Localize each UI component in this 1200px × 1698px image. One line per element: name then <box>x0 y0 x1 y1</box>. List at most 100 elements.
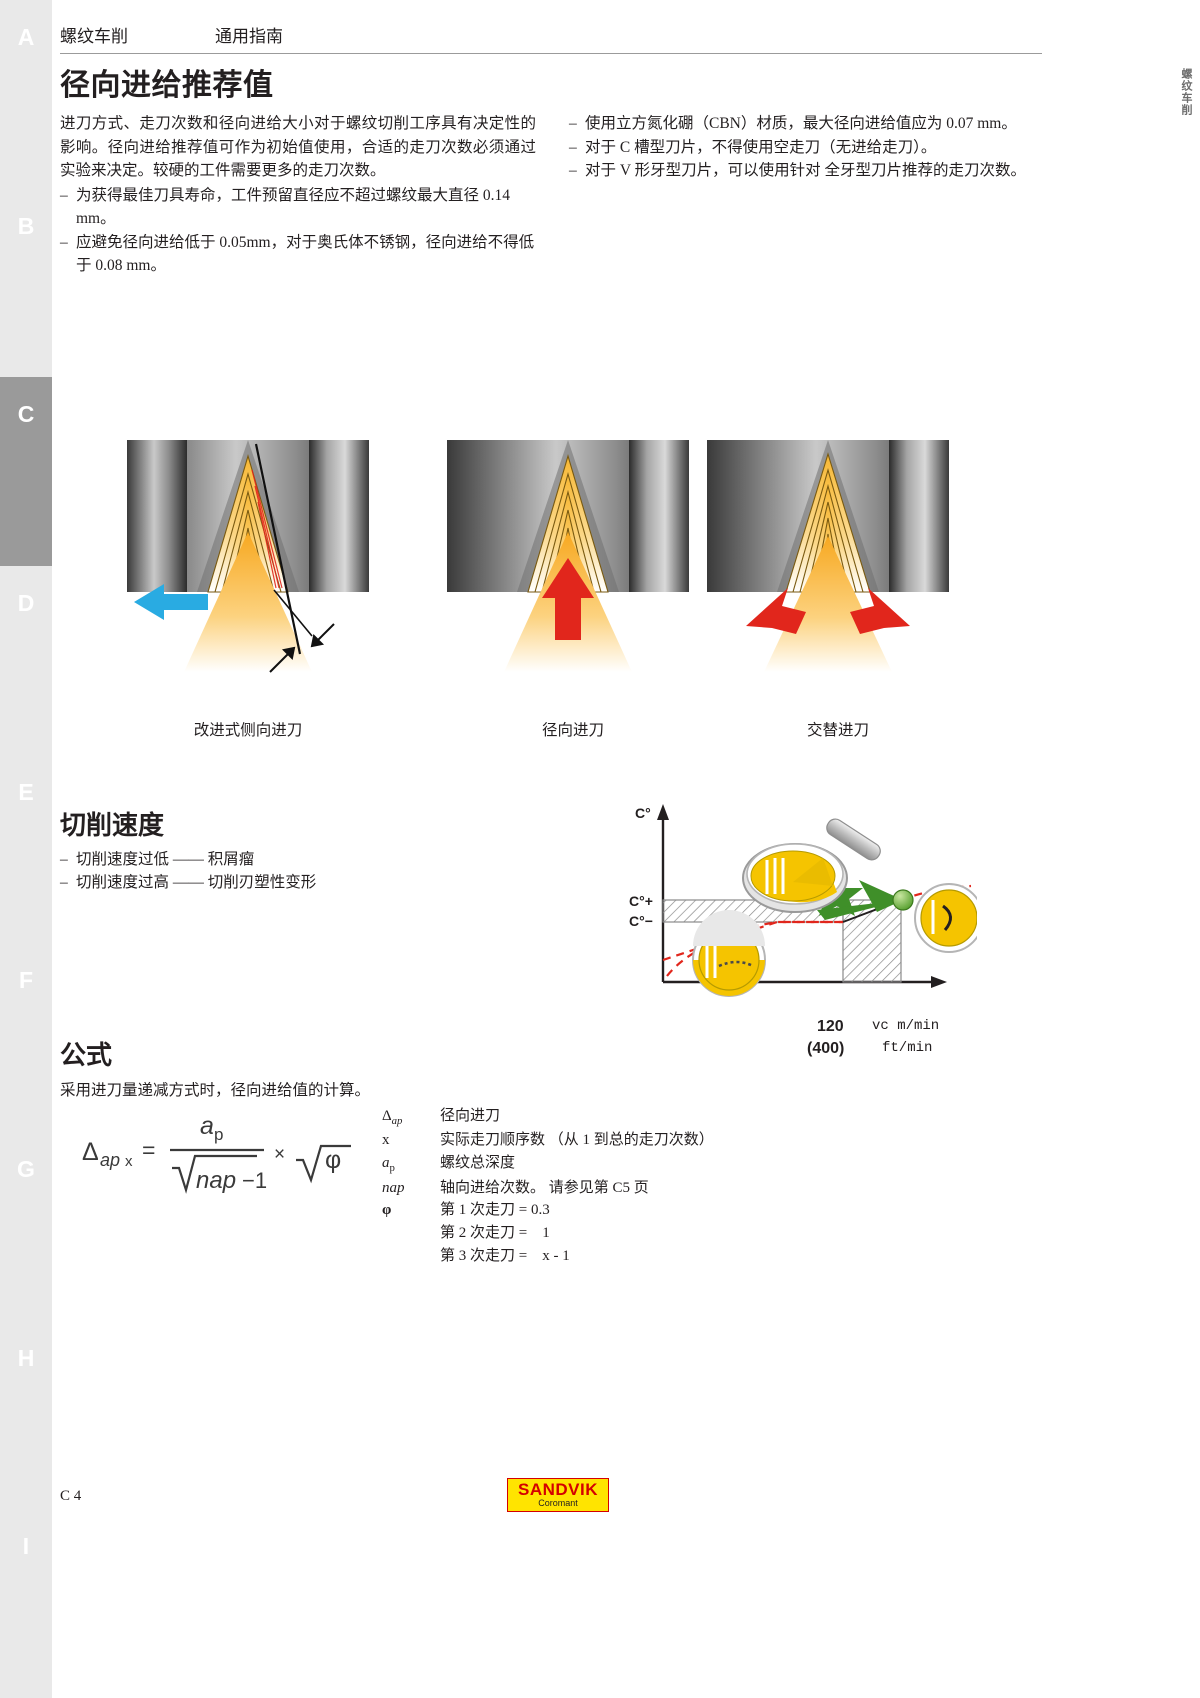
legend-symbol: φ <box>382 1202 392 1219</box>
list-item: – 对于 C 槽型刀片，不得使用空走刀（无进给走刀）。 <box>569 136 1045 160</box>
index-tab-d[interactable]: D <box>0 566 52 755</box>
page-number: C 4 <box>60 1488 82 1504</box>
index-tab-label: F <box>18 967 34 994</box>
bullet-text: 对于 V 形牙型刀片，可以使用针对 全牙型刀片推荐的走刀次数。 <box>585 162 1027 180</box>
formula-heading: 公式 <box>60 1040 113 1070</box>
index-tab-label: B <box>17 212 35 239</box>
figure-caption: 径向进刀 <box>541 722 604 739</box>
legend-symbol: nap <box>382 1179 405 1196</box>
list-item: – 为获得最佳刀具寿命，工件预留直径应不超过螺纹最大直径 0.14 mm。 <box>60 184 536 231</box>
svg-text:=: = <box>142 1137 155 1163</box>
index-tab-label: D <box>17 590 35 616</box>
intro-columns: 进刀方式、走刀次数和径向进给大小对于螺纹切削工序具有决定性的影响。径向进给推荐值… <box>60 112 1045 278</box>
index-tab-rail: A B C D E F G H I <box>0 0 52 1698</box>
list-item: – 使用立方氮化硼（CBN）材质，最大径向进给值应为 0.07 mm。 <box>569 112 1045 136</box>
intro-column-left: 进刀方式、走刀次数和径向进给大小对于螺纹切削工序具有决定性的影响。径向进给推荐值… <box>60 112 536 278</box>
svg-text:×: × <box>274 1144 285 1165</box>
bullet-dash-icon: – <box>60 233 68 251</box>
cutting-speed-heading: 切削速度 <box>60 810 165 840</box>
formula-graphic-icon: Δ ap x = a p nap −1 × φ <box>82 1112 351 1194</box>
svg-text:Δ: Δ <box>82 1138 99 1166</box>
logo-wordmark: SANDVIK <box>517 1480 598 1499</box>
legend-item: x 实际走刀顺序数 （从 1 到总的走刀次数） <box>382 1129 862 1152</box>
svg-text:C°: C° <box>635 805 651 821</box>
bullet-text: 使用立方氮化硼（CBN）材质，最大径向进给值应为 0.07 mm。 <box>585 115 1017 132</box>
legend-extra-line: 第 3 次走刀 = x - 1 <box>440 1248 570 1264</box>
header-subsection: 通用指南 <box>215 27 283 46</box>
legend-symbol: x <box>382 1132 390 1149</box>
index-tab-a[interactable]: A <box>0 0 52 189</box>
index-tab-label: H <box>17 1344 35 1371</box>
bullet-text: 应避免径向进给低于 0.05mm，对于奥氏体不锈钢，径向进给不得低于 0.08 … <box>76 233 535 275</box>
legend-item: φ 第 1 次走刀 = 0.3 <box>382 1199 862 1222</box>
bullet-dash-icon: – <box>60 874 68 892</box>
svg-text:C°+: C°+ <box>629 893 653 909</box>
legend-description: 轴向进给次数。 请参见第 C5 页 <box>440 1179 649 1196</box>
alternating-infeed-diagram-icon <box>707 440 949 672</box>
sandvik-coromant-logo: SANDVIK Coromant <box>507 1478 609 1512</box>
svg-text:a: a <box>200 1112 214 1140</box>
formula-section: 公式 采用进刀量递减方式时，径向进给值的计算。 <box>60 1035 660 1100</box>
temperature-diagram-icon: C° C°+ C°− <box>629 804 984 997</box>
legend-description: 第 1 次走刀 = 0.3 <box>440 1202 550 1219</box>
page-header: 螺纹车削 通用指南 <box>60 22 1042 54</box>
index-tab-i[interactable]: I <box>0 1509 52 1698</box>
list-item: – 切削速度过高 —— 切削刃塑性变形 <box>60 871 580 894</box>
index-tab-e[interactable]: E <box>0 754 52 944</box>
legend-description: 螺纹总深度 <box>440 1155 516 1172</box>
header-section: 螺纹车削 <box>60 27 128 46</box>
bullet-dash-icon: – <box>60 186 68 204</box>
page-content: 螺纹车削 通用指南 径向进给推荐值 进刀方式、走刀次数和径向进给大小对于螺纹切削… <box>52 0 1200 1698</box>
bullet-dash-icon: – <box>60 851 68 868</box>
logo-subtitle: Coromant <box>538 1498 578 1508</box>
svg-text:φ: φ <box>325 1146 341 1174</box>
header-divider <box>60 53 1042 54</box>
infeed-figure-group: 改进式侧向进刀 径向进刀 <box>112 440 1012 750</box>
cutting-speed-section: 切削速度 – 切削速度过低 —— 积屑瘤 – 切削速度过高 —— 切削刃塑性变形 <box>60 805 580 895</box>
intro-paragraph: 进刀方式、走刀次数和径向进给大小对于螺纹切削工序具有决定性的影响。径向进给推荐值… <box>60 115 536 180</box>
bullet-text: 对于 C 槽型刀片，不得使用空走刀（无进给走刀）。 <box>585 138 937 156</box>
figure-radial-infeed: 径向进刀 <box>442 440 704 739</box>
index-tab-label: G <box>17 1156 35 1182</box>
index-tab-c[interactable]: C <box>0 377 52 566</box>
x-axis-value-metric: 120 <box>817 1018 844 1035</box>
index-tab-h[interactable]: H <box>0 1320 52 1510</box>
bullet-text: 切削速度过高 —— 切削刃塑性变形 <box>76 874 317 892</box>
index-tab-label: E <box>18 778 34 805</box>
legend-description: 径向进刀 <box>440 1108 501 1124</box>
formula-expression: Δ ap x = a p nap −1 × φ <box>82 1098 382 1208</box>
index-tab-b[interactable]: B <box>0 188 52 378</box>
svg-text:C°−: C°− <box>629 913 653 929</box>
figure-caption: 交替进刀 <box>806 722 869 739</box>
x-axis-unit-metric: vc m/min <box>872 1018 940 1034</box>
bullet-dash-icon: – <box>569 115 577 132</box>
index-tab-label: C <box>17 401 35 428</box>
legend-description: 实际走刀顺序数 （从 1 到总的走刀次数） <box>440 1132 714 1149</box>
bullet-dash-icon: – <box>569 138 577 156</box>
legend-item: Δap 径向进刀 <box>382 1105 862 1129</box>
legend-symbol: ap <box>382 1155 395 1175</box>
formula-legend: Δap 径向进刀 x 实际走刀顺序数 （从 1 到总的走刀次数） ap 螺纹总深… <box>382 1105 862 1268</box>
bullet-text: 为获得最佳刀具寿命，工件预留直径应不超过螺纹最大直径 0.14 mm。 <box>76 186 511 228</box>
x-axis-unit-imperial: ft/min <box>882 1040 933 1056</box>
list-item: – 切削速度过低 —— 积屑瘤 <box>60 848 580 871</box>
temperature-vs-speed-diagram: C° C°+ C°− <box>627 800 984 1090</box>
index-tab-label: A <box>17 24 35 50</box>
svg-text:ap: ap <box>100 1150 120 1170</box>
figure-modified-flank-infeed: 改进式侧向进刀 <box>122 440 384 739</box>
intro-column-right: – 使用立方氮化硼（CBN）材质，最大径向进给值应为 0.07 mm。 – 对于… <box>569 112 1045 278</box>
bullet-text: 切削速度过低 —— 积屑瘤 <box>76 851 255 868</box>
svg-text:−1: −1 <box>242 1168 267 1193</box>
index-tab-f[interactable]: F <box>0 943 52 1132</box>
edge-section-label: 螺纹车削 <box>1180 68 1192 116</box>
index-tab-g[interactable]: G <box>0 1132 52 1321</box>
svg-text:p: p <box>214 1125 223 1144</box>
legend-symbol: Δap <box>382 1108 403 1127</box>
radial-infeed-diagram-icon <box>447 440 689 672</box>
figure-alternating-infeed: 交替进刀 <box>702 440 964 739</box>
legend-item: ap 螺纹总深度 <box>382 1152 862 1176</box>
list-item: – 应避免径向进给低于 0.05mm，对于奥氏体不锈钢，径向进给不得低于 0.0… <box>60 231 536 278</box>
modified-flank-infeed-diagram-icon <box>127 440 369 673</box>
legend-extra-line: 第 2 次走刀 = 1 <box>440 1225 550 1242</box>
svg-text:x: x <box>125 1153 133 1170</box>
